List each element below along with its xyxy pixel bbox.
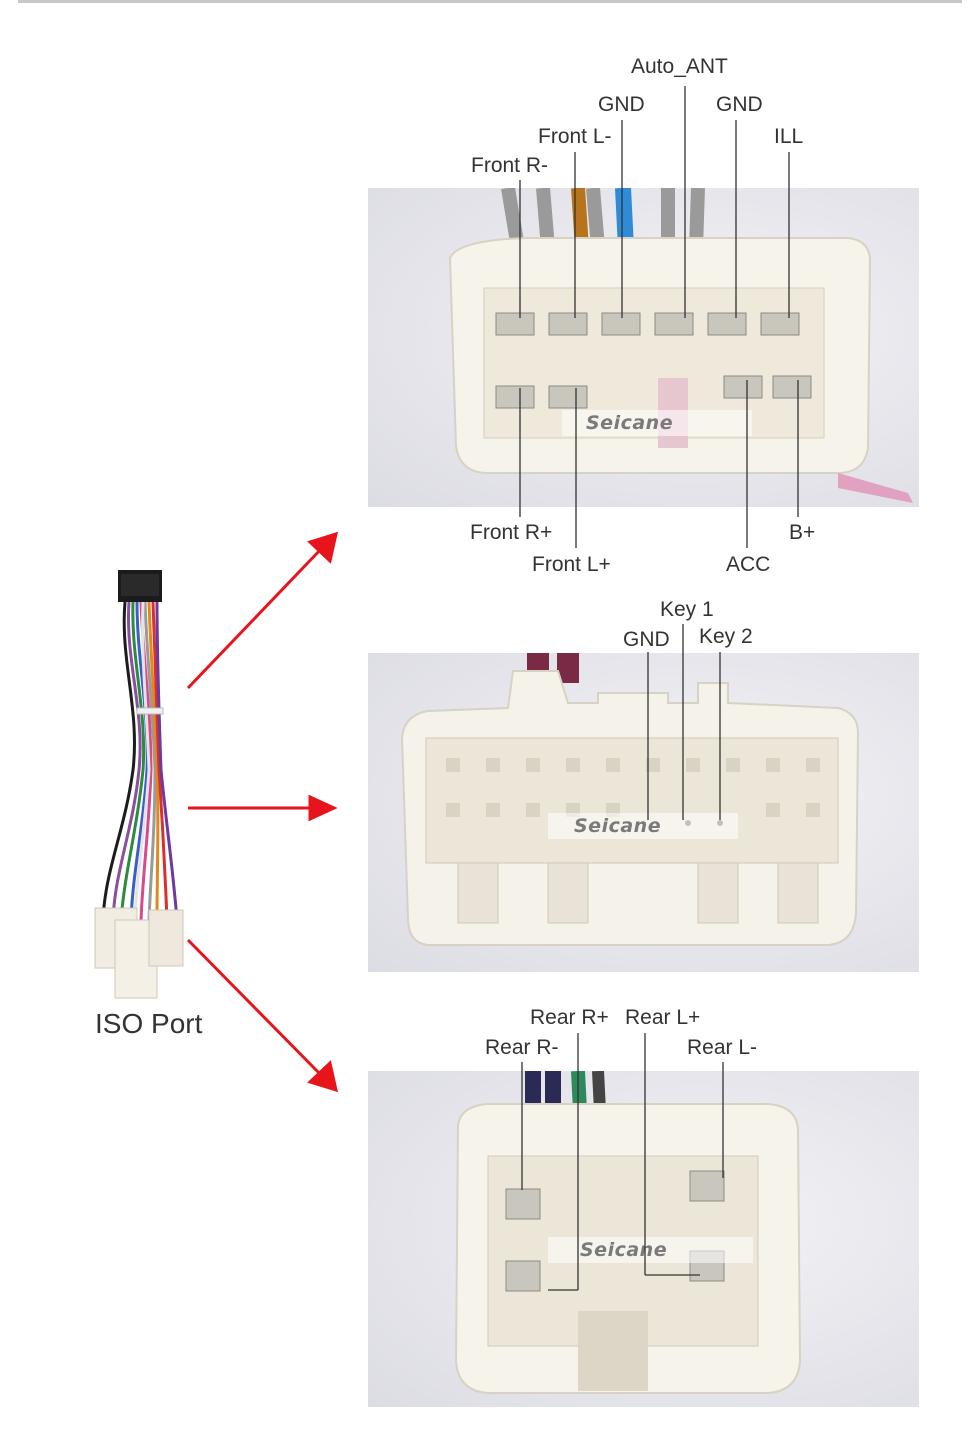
label-front-r-minus: Front R- xyxy=(471,154,549,177)
label-gnd: GND xyxy=(623,628,670,651)
label-rear-l-plus: Rear L+ xyxy=(625,1006,701,1029)
label-front-l-minus: Front L- xyxy=(538,125,612,148)
label-rear-r-minus: Rear R- xyxy=(485,1036,559,1059)
arrow-to-connector2 xyxy=(188,794,338,822)
label-key-2: Key 2 xyxy=(699,625,753,648)
label-auto-ant: Auto_ANT xyxy=(631,55,728,78)
label-gnd-right: GND xyxy=(716,93,763,116)
top-divider xyxy=(18,0,962,3)
arrow-to-connector3 xyxy=(186,938,339,1093)
watermark: Seicane xyxy=(580,1239,668,1261)
connector1-photo: Seicane xyxy=(368,188,919,507)
connector3-photo: Seicane xyxy=(368,1071,919,1407)
label-b-plus: B+ xyxy=(789,521,816,544)
iso-port-label: ISO Port xyxy=(95,1008,203,1039)
label-acc: ACC xyxy=(726,553,771,576)
label-gnd-left: GND xyxy=(598,93,645,116)
label-rear-l-minus: Rear L- xyxy=(687,1036,758,1059)
label-ill: ILL xyxy=(774,125,804,148)
label-rear-r-plus: Rear R+ xyxy=(530,1006,609,1029)
watermark-band xyxy=(562,410,752,436)
arrow-to-connector1 xyxy=(186,531,339,690)
watermark-band xyxy=(548,813,738,839)
label-front-r-plus: Front R+ xyxy=(470,521,553,544)
watermark: Seicane xyxy=(574,815,662,837)
watermark-band xyxy=(548,1237,753,1263)
label-key-1: Key 1 xyxy=(660,598,714,621)
label-front-l-plus: Front L+ xyxy=(532,553,611,576)
watermark: Seicane xyxy=(586,412,674,434)
iso-harness-image xyxy=(94,570,184,999)
connector2-photo: Seicane xyxy=(368,653,919,972)
